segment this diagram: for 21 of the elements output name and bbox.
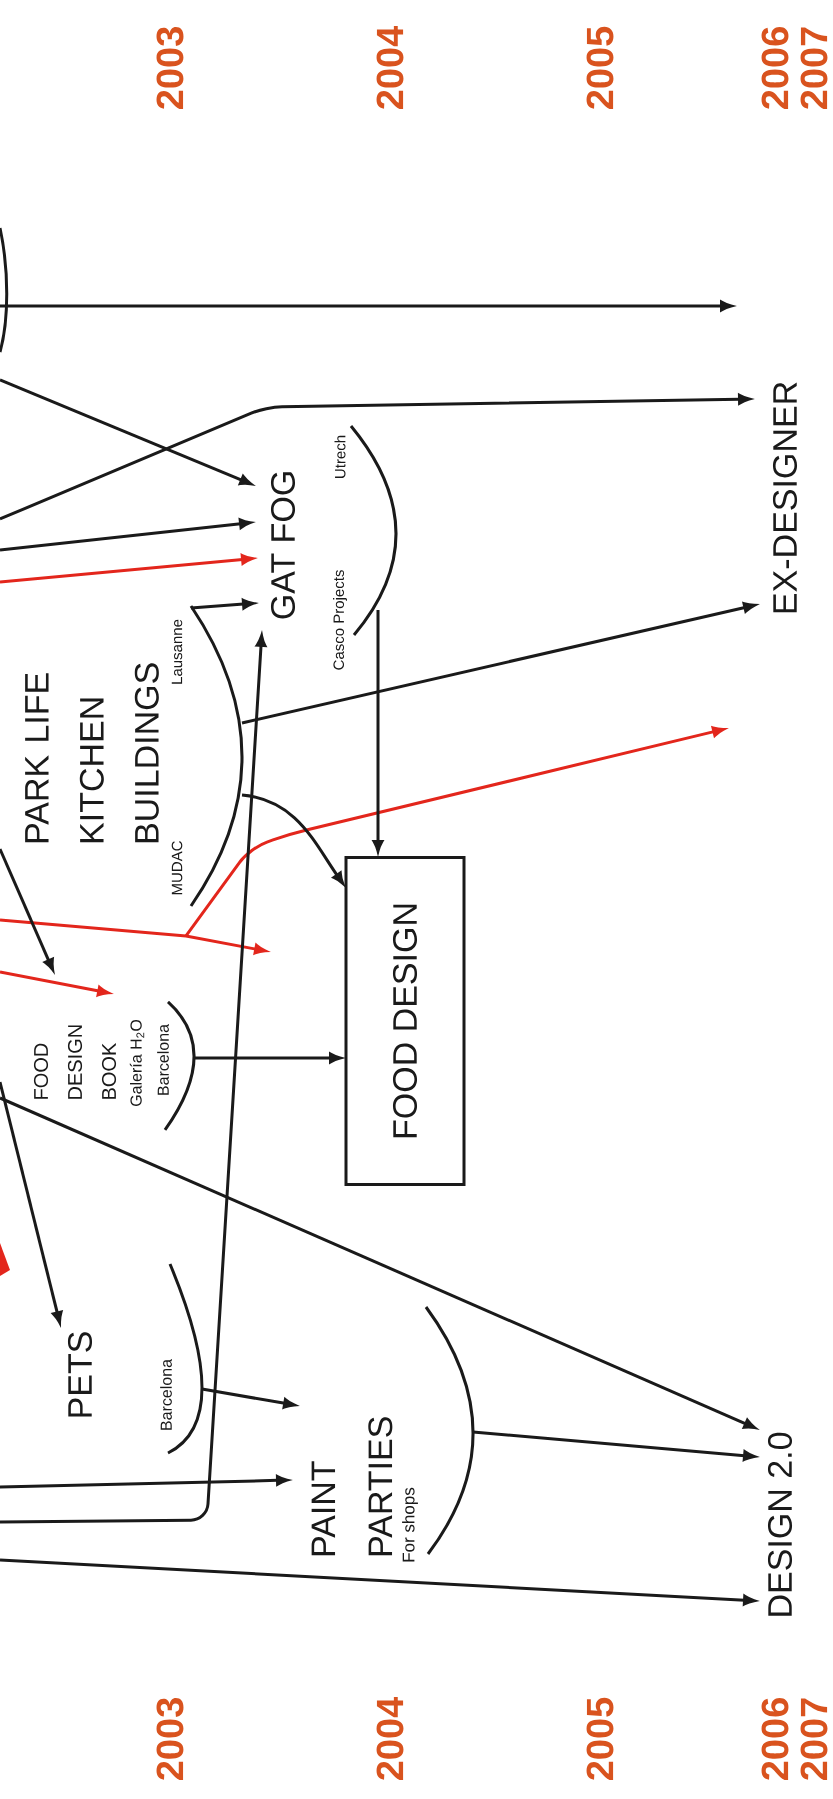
project-label: GAT FOG <box>270 472 296 619</box>
year-label: 2006 <box>761 1698 789 1780</box>
year-label: 2005 <box>586 1697 614 1780</box>
place-label: Lausanne <box>171 619 183 684</box>
outcome-label: EX-DESIGNER <box>772 382 798 613</box>
place-label: Galería H$_{2}$O <box>129 1019 145 1106</box>
year-label: 2007 <box>800 1698 828 1780</box>
year-label: 2007 <box>800 27 828 109</box>
project-label: PAINT PARTIES <box>311 1417 393 1556</box>
year-label: 2003 <box>156 27 184 109</box>
year-label: 2004 <box>376 1696 404 1780</box>
year-label: 2006 <box>761 27 789 109</box>
year-label: 2003 <box>156 1698 184 1780</box>
outcome-label: DESIGN 2.0 <box>767 1432 793 1616</box>
place-label: Barcelona <box>157 1024 169 1095</box>
place-label: Utrech <box>334 435 346 478</box>
year-label: 2004 <box>376 25 404 109</box>
year-label: 2005 <box>586 26 614 109</box>
project-label: FOOD DESIGN BOOK <box>33 1025 117 1099</box>
arrow <box>194 1052 342 1064</box>
place-label: For shops <box>402 1487 418 1562</box>
